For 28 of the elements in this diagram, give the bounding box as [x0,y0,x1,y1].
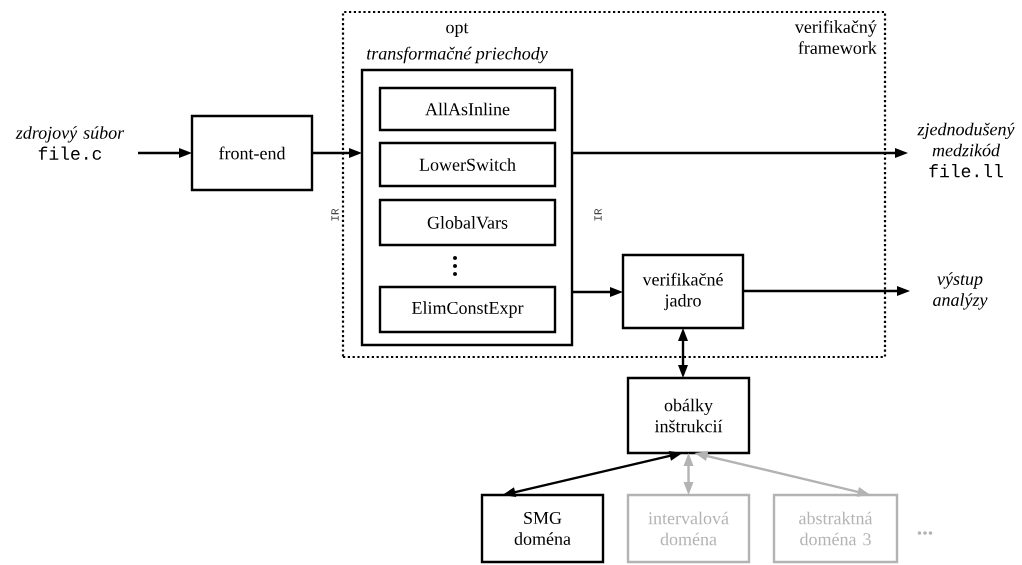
domain-box: SMG doména [480,493,605,564]
domain-box: abstraktná doména 3 [772,493,899,564]
arrow [683,453,694,495]
arrow [572,287,623,297]
arrow [312,148,362,158]
input-label: zdrojový súbor file.c [15,126,125,160]
signal-label: IR [331,208,339,221]
arrow [572,148,908,158]
signal-label: IR [594,208,602,221]
process-box: front-end [190,114,314,192]
domain-box: intervalová doména [626,493,751,564]
arrow [743,286,910,296]
output-label: zjednodušený medzikód file.ll [917,122,1015,178]
pass-box: ElimConstExpr [378,285,557,334]
arrow [678,328,688,378]
ellipsis-label: ... [917,531,933,535]
output-label: výstup analýzy [933,272,988,310]
arrow [138,148,192,158]
pass-box: GlobalVars [378,198,557,247]
pass-box: AllAsInline [378,86,557,132]
group-heading: transformačné priechody [367,46,548,64]
pass-box: LowerSwitch [378,141,557,188]
process-box: verifikačné jadro [621,253,745,330]
arrow [694,451,871,497]
arrow [502,451,683,497]
group-heading: opt [446,23,469,37]
process-box: obálky inštrukcií [626,376,751,455]
frame-heading: verifikačný framework [794,20,877,55]
